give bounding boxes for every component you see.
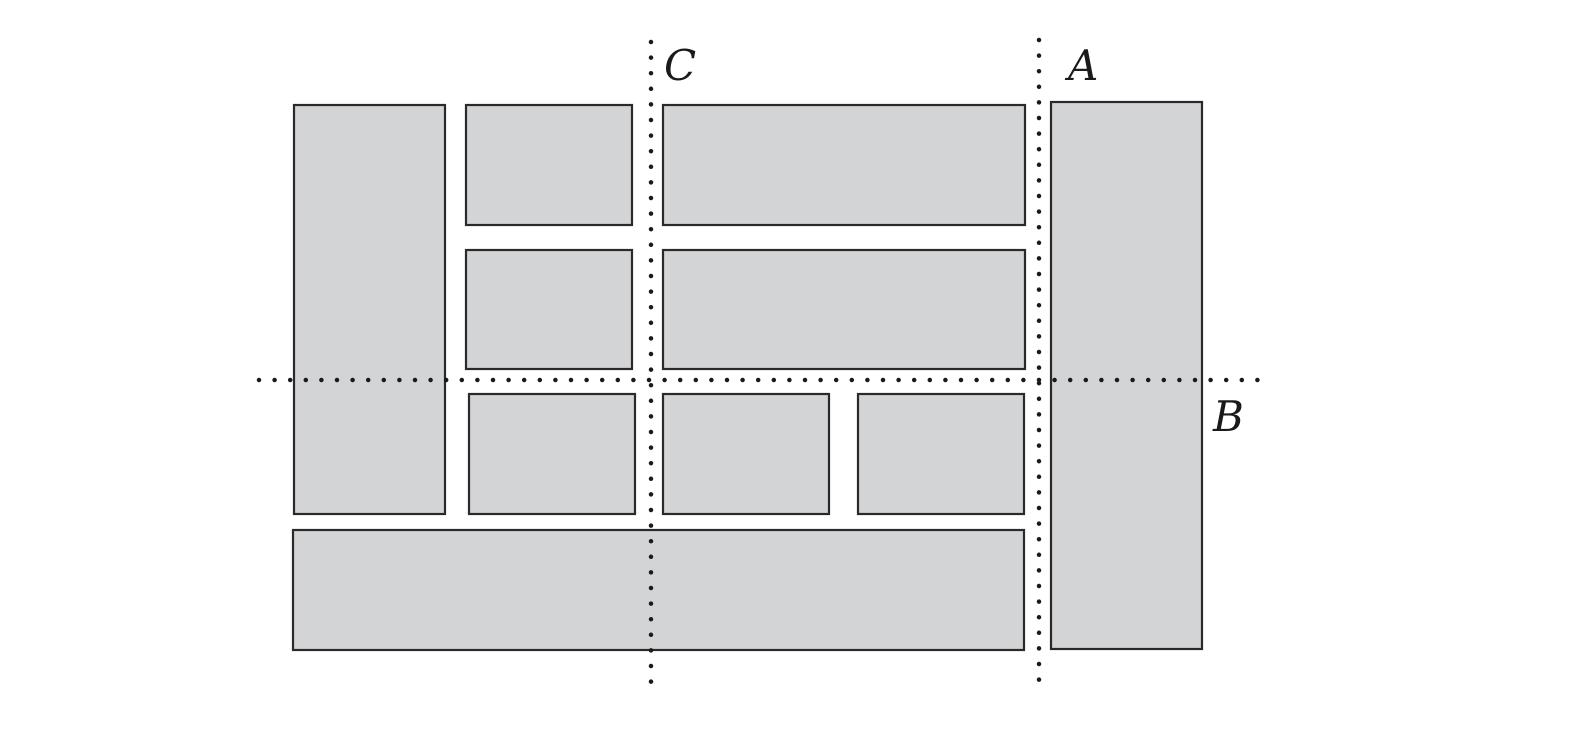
labels-group: C A B — [664, 41, 1244, 441]
block-row1-small — [464, 103, 634, 227]
block-row2-wide — [661, 248, 1027, 371]
label-b: B — [1212, 392, 1244, 441]
blocks-group — [291, 100, 1204, 652]
label-c: C — [664, 41, 696, 90]
block-row3-right — [856, 392, 1026, 516]
block-row1-wide — [661, 103, 1027, 227]
block-row3-middle — [661, 392, 831, 516]
label-a: A — [1064, 41, 1098, 90]
block-bottom-wide — [291, 528, 1026, 652]
cut-lines-group — [256, 37, 1265, 693]
block-row3-left — [467, 392, 637, 516]
block-tall-left — [292, 103, 447, 516]
block-row2-small — [464, 248, 634, 371]
block-tall-right — [1049, 100, 1204, 651]
